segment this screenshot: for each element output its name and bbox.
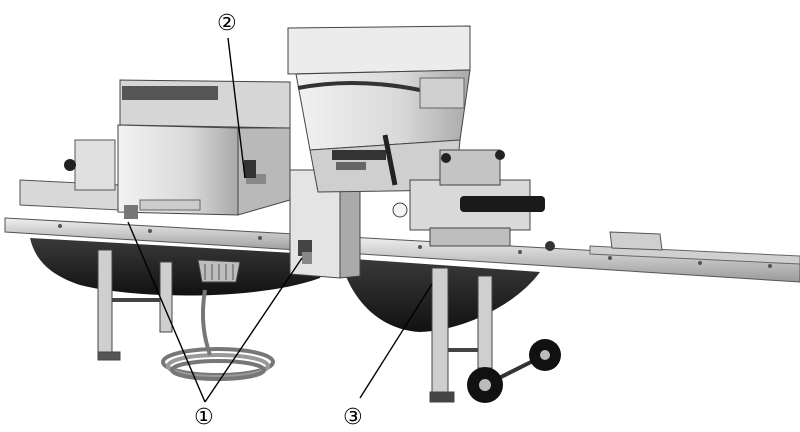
seedling-basket: [197, 259, 241, 283]
left-feed-tray: [19, 139, 121, 211]
conveyor-frame: [4, 217, 800, 283]
coiled-hose: [161, 289, 275, 381]
callout-label-2: ②: [217, 11, 237, 36]
center-control-unit: [289, 169, 361, 279]
sowing-roller-mechanism: [409, 149, 555, 251]
callout-leaders: [127, 37, 433, 403]
callout-label-1: ①: [194, 405, 214, 430]
right-seed-hopper: [287, 25, 471, 218]
machine-legs: [97, 249, 493, 403]
transport-wheels: [467, 339, 561, 403]
callout-label-3: ③: [343, 405, 363, 430]
left-soil-hopper: [117, 79, 291, 219]
